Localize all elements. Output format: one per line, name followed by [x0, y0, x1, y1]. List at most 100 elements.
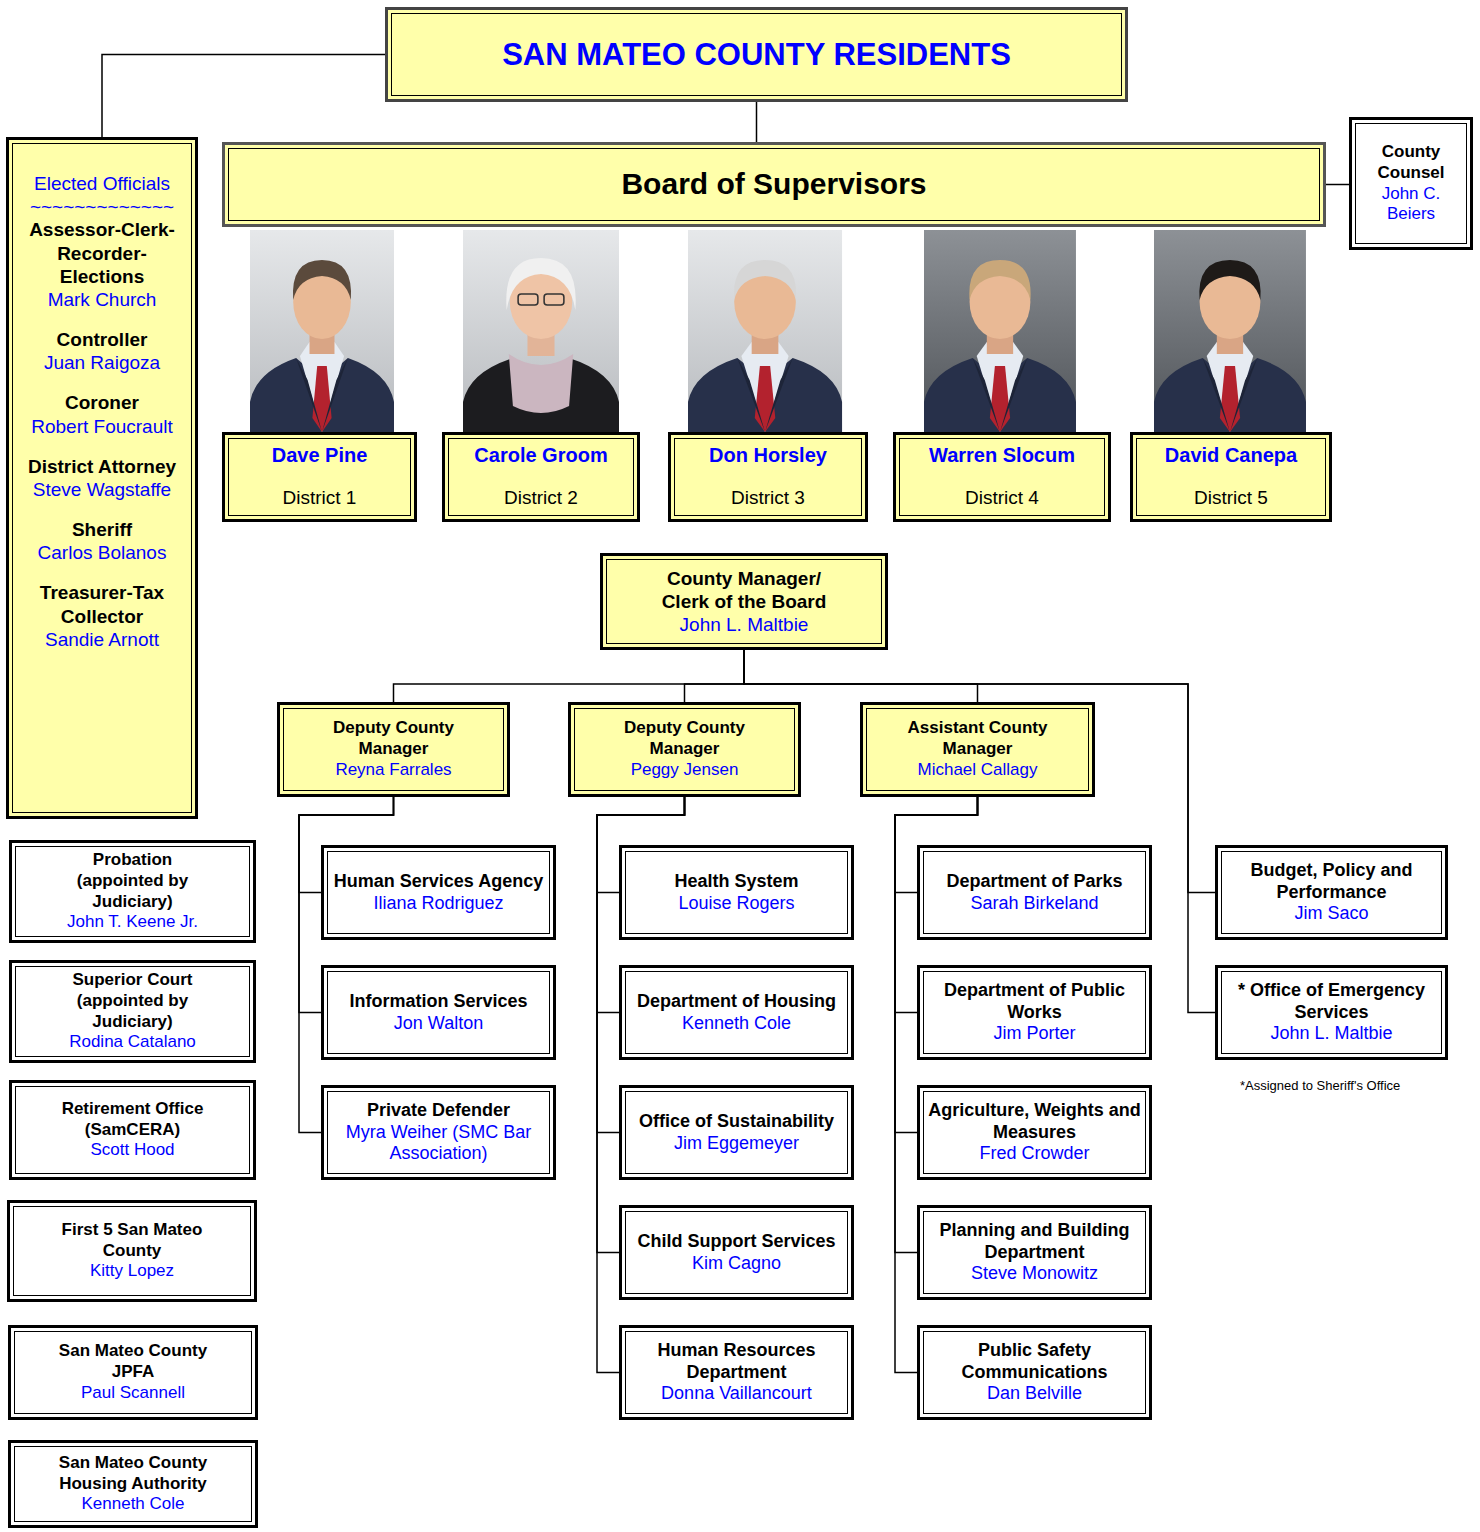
- group-heading: Elected Officials: [34, 172, 170, 195]
- district-number: District 4: [965, 486, 1039, 509]
- official-name: Reyna Farrales: [335, 760, 451, 781]
- official-name: Steve Wagstaffe: [33, 478, 171, 501]
- portrait-figure: [924, 260, 1076, 432]
- office-title: Health System: [674, 871, 798, 893]
- agency-box: Retirement Office (SamCERA)Scott Hood: [9, 1080, 256, 1180]
- department-box: Budget, Policy and PerformanceJim Saco: [1215, 845, 1448, 940]
- office-title: Budget, Policy and Performance: [1224, 860, 1439, 904]
- photo-ground: [250, 230, 394, 432]
- photo-ground: [688, 230, 842, 432]
- office-title: Planning and Building Department: [926, 1220, 1143, 1264]
- official-name: Kitty Lopez: [90, 1261, 174, 1282]
- office-title: Deputy County Manager: [600, 718, 770, 759]
- supervisor-name: Warren Slocum: [929, 443, 1075, 467]
- photo-ground: [924, 230, 1076, 432]
- portrait-photo: [250, 230, 394, 432]
- portrait-photo: [688, 230, 842, 432]
- official-name: Kenneth Cole: [682, 1013, 791, 1035]
- department-box: Office of SustainabilityJim Eggemeyer: [619, 1085, 854, 1180]
- district-box: Don HorsleyDistrict 3: [668, 432, 868, 522]
- deputy-box: Deputy County ManagerReyna Farrales: [277, 702, 510, 797]
- office-title: Agriculture, Weights and Measures: [926, 1100, 1143, 1144]
- board-band: Board of Supervisors: [222, 142, 1326, 227]
- connector-line: [685, 650, 745, 702]
- agency-box: Probation (appointed by Judiciary)John T…: [9, 840, 256, 943]
- counsel-box: County CounselJohn C. Beiers: [1349, 117, 1473, 250]
- group-heading: ~~~~~~~~~~~~~: [30, 195, 174, 218]
- portrait-figure: [250, 260, 394, 432]
- office-title: District Attorney: [28, 455, 176, 478]
- office-title: Assistant County Manager: [893, 718, 1063, 759]
- official-name: Carlos Bolanos: [38, 541, 167, 564]
- portrait-photo: [463, 230, 619, 432]
- portrait-photo: [924, 230, 1076, 432]
- connector-line: [1326, 184, 1349, 186]
- official-name: Iliana Rodriguez: [373, 893, 503, 915]
- department-box: Department of ParksSarah Birkeland: [917, 845, 1152, 940]
- office-title: County Counsel: [1358, 142, 1464, 183]
- official-name: Scott Hood: [90, 1140, 174, 1161]
- official-name: John L. Maltbie: [680, 613, 809, 636]
- district-box: Dave PineDistrict 1: [222, 432, 417, 522]
- official-name: John L. Maltbie: [1270, 1023, 1392, 1045]
- office-title: Superior Court (appointed by Judiciary): [48, 970, 218, 1032]
- portrait-figure: [1154, 260, 1306, 432]
- office-title: San Mateo County Housing Authority: [48, 1453, 218, 1494]
- box-title: SAN MATEO COUNTY RESIDENTS: [502, 36, 1011, 74]
- district-box: David CanepaDistrict 5: [1130, 432, 1332, 522]
- office-title: Human Resources Department: [628, 1340, 845, 1384]
- supervisor-name: Dave Pine: [272, 443, 368, 467]
- office-title: Human Services Agency: [334, 871, 543, 893]
- supervisor-name: David Canepa: [1165, 443, 1297, 467]
- office-title: Controller: [57, 328, 148, 351]
- official-name: Dan Belville: [987, 1383, 1082, 1405]
- department-box: Agriculture, Weights and MeasuresFred Cr…: [917, 1085, 1152, 1180]
- district-number: District 1: [283, 486, 357, 509]
- office-title: Public Safety Communications: [926, 1340, 1143, 1384]
- office-title: Probation (appointed by Judiciary): [48, 850, 218, 912]
- official-name: Jim Porter: [993, 1023, 1075, 1045]
- photo-ground: [463, 230, 619, 432]
- district-number: District 3: [731, 486, 805, 509]
- office-title: Coroner: [65, 391, 139, 414]
- portrait-figure: [463, 258, 619, 432]
- official-name: Jim Saco: [1294, 903, 1368, 925]
- official-name: Rodina Catalano: [69, 1032, 196, 1053]
- official-name: Donna Vaillancourt: [661, 1383, 812, 1405]
- office-title: Assessor-Clerk-Recorder-Elections: [21, 218, 183, 288]
- office-title: Department of Parks: [946, 871, 1122, 893]
- department-box: Human Resources DepartmentDonna Vaillanc…: [619, 1325, 854, 1420]
- official-name: Jon Walton: [394, 1013, 483, 1035]
- supervisor-name: Don Horsley: [709, 443, 827, 467]
- department-box: * Office of Emergency ServicesJohn L. Ma…: [1215, 965, 1448, 1060]
- office-title: First 5 San Mateo County: [47, 1220, 217, 1261]
- elected-officials-box: Elected Officials~~~~~~~~~~~~~Assessor-C…: [6, 137, 198, 819]
- department-box: Department of HousingKenneth Cole: [619, 965, 854, 1060]
- agency-box: San Mateo County Housing AuthorityKennet…: [8, 1440, 258, 1528]
- official-name: Kim Cagno: [692, 1253, 781, 1275]
- department-box: Department of Public WorksJim Porter: [917, 965, 1152, 1060]
- office-title: Information Services: [349, 991, 527, 1013]
- department-box: Planning and Building DepartmentSteve Mo…: [917, 1205, 1152, 1300]
- residents-box: SAN MATEO COUNTY RESIDENTS: [385, 7, 1128, 102]
- office-title: Private Defender: [367, 1100, 510, 1122]
- district-box: Warren SlocumDistrict 4: [893, 432, 1111, 522]
- agency-box: First 5 San Mateo CountyKitty Lopez: [7, 1200, 257, 1302]
- box-title: Board of Supervisors: [621, 166, 926, 203]
- office-title: Child Support Services: [637, 1231, 835, 1253]
- office-title: * Office of Emergency Services: [1224, 980, 1439, 1024]
- supervisor-name: Carole Groom: [474, 443, 607, 467]
- photo-ground: [1154, 230, 1306, 432]
- official-name: Peggy Jensen: [631, 760, 739, 781]
- official-name: Fred Crowder: [979, 1143, 1089, 1165]
- footnote: *Assigned to Sheriff's Office: [1240, 1078, 1400, 1093]
- office-title: Sheriff: [72, 518, 132, 541]
- official-name: Myra Weiher (SMC Bar Association): [330, 1122, 547, 1166]
- district-number: District 5: [1194, 486, 1268, 509]
- official-name: Robert Foucrault: [31, 415, 173, 438]
- connector-line: [744, 650, 1215, 1013]
- official-name: Juan Raigoza: [44, 351, 160, 374]
- district-box: Carole GroomDistrict 2: [442, 432, 640, 522]
- connector-line: [102, 55, 385, 138]
